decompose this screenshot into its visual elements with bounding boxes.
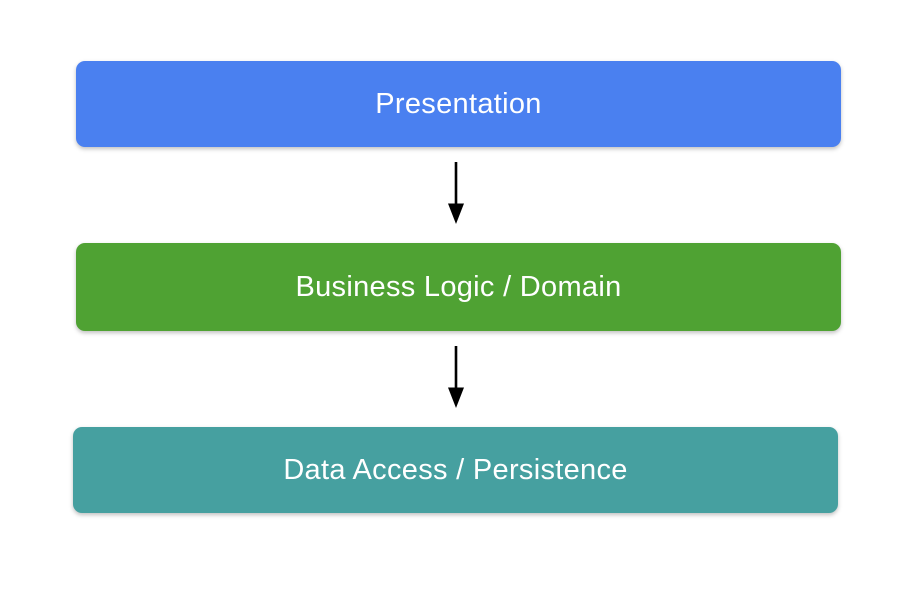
layer-box-business-logic: Business Logic / Domain [76, 243, 841, 331]
layer-label-data-access: Data Access / Persistence [283, 453, 628, 486]
layer-box-data-access: Data Access / Persistence [73, 427, 838, 513]
layer-box-presentation: Presentation [76, 61, 841, 147]
down-arrow-icon [448, 346, 464, 408]
layer-label-presentation: Presentation [375, 87, 542, 120]
layer-label-business-logic: Business Logic / Domain [295, 270, 622, 303]
down-arrow-icon [448, 162, 464, 224]
